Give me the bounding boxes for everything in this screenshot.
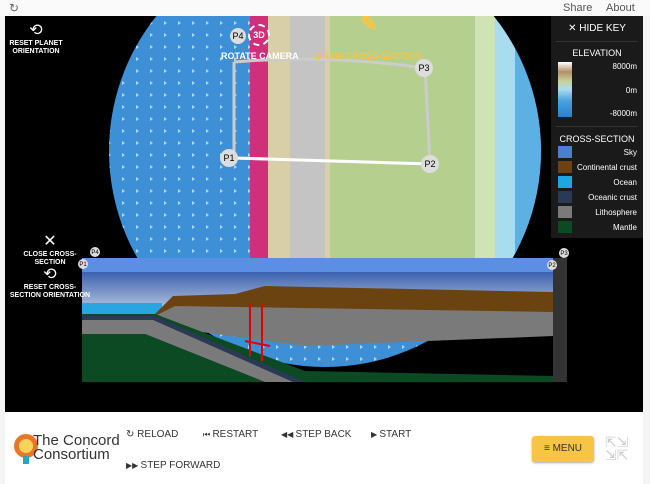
legend-label: Ocean: [613, 178, 637, 187]
logo-line1: The Concord: [33, 432, 120, 449]
legend-swatch: [558, 206, 572, 218]
point-p1-label[interactable]: P1: [223, 153, 234, 163]
legend-label: Oceanic crust: [588, 193, 637, 202]
hide-key-label: HIDE KEY: [579, 23, 626, 34]
key-panel: ✕ HIDE KEY ELEVATION 8000m 0m -8000m CRO…: [551, 16, 643, 238]
step-forward-button[interactable]: ▶▶ STEP FORWARD: [126, 460, 220, 471]
legend-swatch: [558, 146, 572, 158]
rotate-3d-badge: 3D: [248, 24, 270, 46]
reset-planet-orientation-button[interactable]: ⟲RESET PLANET ORIENTATION: [7, 22, 65, 56]
reload-page-icon[interactable]: ↻: [9, 1, 20, 15]
about-link[interactable]: About: [606, 2, 635, 14]
reset-cross-section-label: RESET CROSS-SECTION ORIENTATION: [9, 284, 91, 299]
rewind-icon: ◀◀: [281, 430, 296, 439]
legend-swatch: [558, 176, 572, 188]
simulation-stage[interactable]: P4 P3 P1 P2 P4 P1 P2 P3 ⟲RESET PLANET OR…: [5, 16, 643, 412]
legend-label: Lithosphere: [595, 208, 637, 217]
reset-cross-section-button[interactable]: ⟲RESET CROSS-SECTION ORIENTATION: [9, 266, 91, 300]
magma-plume: [244, 304, 271, 361]
legend-label: Mantle: [612, 223, 637, 232]
point-p3-label[interactable]: P3: [418, 63, 429, 73]
cross-section-title: CROSS-SECTION: [559, 134, 635, 144]
reset-planet-label: RESET PLANET ORIENTATION: [9, 40, 63, 55]
close-cross-section-button[interactable]: ✕CLOSE CROSS-SECTION: [9, 233, 91, 267]
cs-p3-label: P3: [560, 251, 568, 257]
legend-swatch: [558, 191, 572, 203]
share-link[interactable]: Share: [563, 2, 593, 14]
point-p4-label[interactable]: P4: [232, 31, 243, 41]
rotate-camera-button[interactable]: ROTATE CAMERA: [221, 51, 299, 61]
menu-button[interactable]: ≡ MENU: [532, 436, 594, 462]
elevation-zero: 0m: [625, 86, 637, 95]
fullscreen-icon[interactable]: ⇱⇲⇲⇱: [605, 434, 629, 463]
start-label: START: [379, 429, 412, 440]
close-icon: ✕: [568, 23, 580, 34]
hide-key-button[interactable]: ✕ HIDE KEY: [556, 16, 638, 42]
cs-p4-label: P4: [91, 250, 99, 256]
elevation-max: 8000m: [612, 62, 637, 71]
planet-view[interactable]: P4 P3 P1 P2 P4 P1 P2 P3: [5, 16, 643, 412]
legend-swatch: [558, 221, 572, 233]
concord-logo-icon: [14, 434, 38, 464]
elevation-gradient: [558, 62, 572, 117]
step-back-button[interactable]: ◀◀ STEP BACK: [281, 429, 351, 440]
rotate-camera-icon[interactable]: 3D: [245, 24, 273, 46]
close-icon: ✕: [43, 233, 57, 250]
logo-line2: Consortium: [33, 446, 110, 463]
restart-button[interactable]: ⏮ RESTART: [203, 429, 258, 440]
restart-label: RESTART: [212, 429, 259, 440]
reset-rotation-icon: ⟲: [43, 266, 57, 283]
pencil-icon[interactable]: ✎: [360, 16, 379, 36]
elevation-title: ELEVATION: [572, 48, 622, 58]
start-button[interactable]: ▶ START: [371, 429, 411, 440]
reset-rotation-icon: ⟲: [29, 22, 43, 39]
legend-label: Sky: [623, 148, 637, 157]
close-cross-section-label: CLOSE CROSS-SECTION: [23, 251, 77, 266]
legend-swatch: [558, 161, 572, 173]
cs-p1-label: P1: [79, 262, 87, 268]
cs-p2-label: P2: [548, 263, 556, 269]
legend-label: Continental crust: [576, 163, 637, 172]
draw-cross-section-button[interactable]: DRAW CROSS-SECTION: [316, 51, 422, 61]
hamburger-icon: ≡: [543, 443, 553, 454]
skip-back-icon: ⏮: [203, 430, 213, 439]
step-back-label: STEP BACK: [295, 429, 352, 440]
point-p2-label[interactable]: P2: [424, 159, 435, 169]
fast-forward-icon: ▶▶: [126, 461, 141, 470]
reload-button[interactable]: ↻ RELOAD: [126, 429, 179, 440]
step-forward-label: STEP FORWARD: [140, 460, 221, 471]
reload-label: RELOAD: [137, 429, 179, 440]
cross-section-3d[interactable]: [82, 258, 567, 382]
play-icon: ▶: [371, 430, 380, 439]
menu-label: MENU: [552, 443, 583, 454]
top-bar: ↻ Share About: [0, 0, 650, 16]
elevation-min: -8000m: [609, 109, 637, 118]
